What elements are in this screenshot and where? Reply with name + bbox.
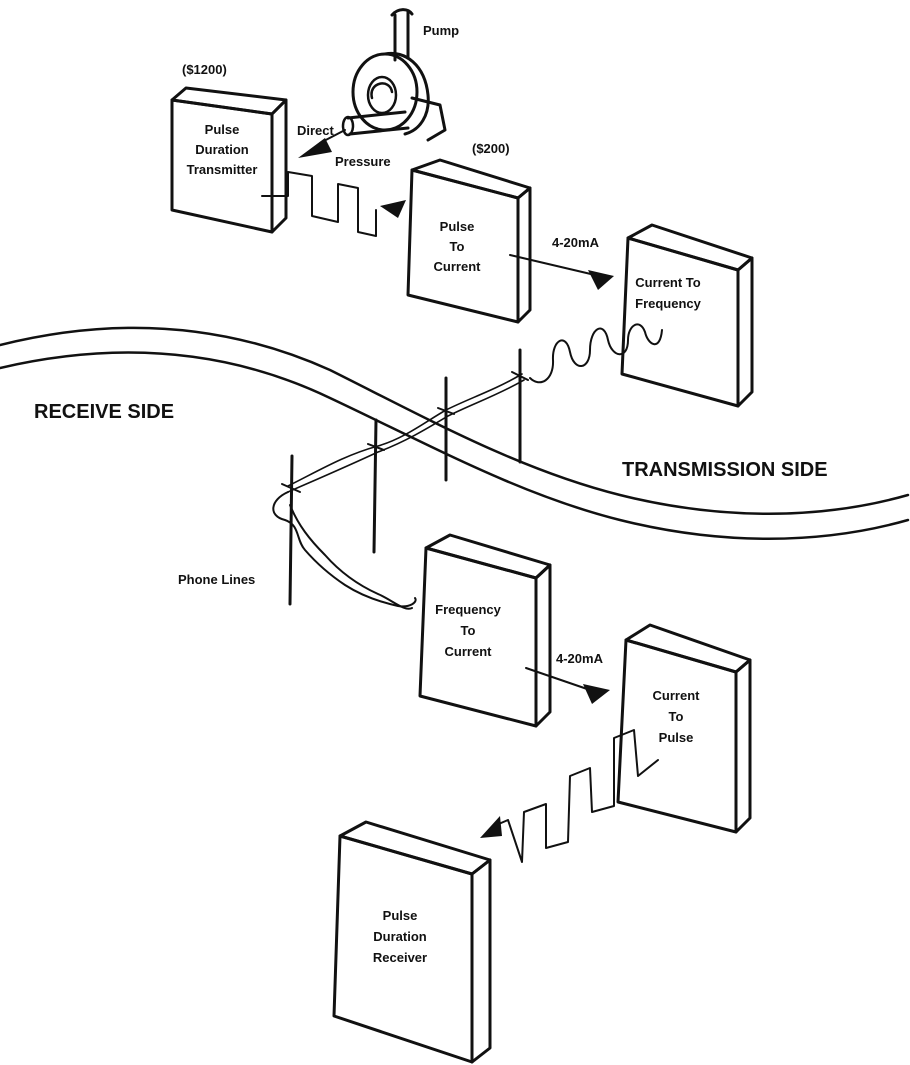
pressure-label: Pressure (335, 154, 391, 169)
pulse-duration-transmitter-line2: Duration (195, 142, 249, 157)
current-signal-arrow-top (509, 254, 614, 290)
current-to-pulse-box (616, 623, 752, 834)
pulse-to-current-line2: To (450, 239, 465, 254)
current-to-frequency-box (620, 223, 754, 408)
pulse-duration-transmitter-box (170, 86, 288, 234)
direct-label: Direct (297, 123, 335, 138)
overhead-wires (287, 373, 525, 493)
frequency-to-current-line3: Current (445, 644, 493, 659)
price-transmitter-label: ($1200) (182, 62, 227, 77)
pump-label: Pump (423, 23, 459, 38)
pump-illustration (341, 8, 447, 142)
signal-bottom-label: 4-20mA (556, 651, 604, 666)
current-to-frequency-line1: Current To (635, 275, 701, 290)
current-to-pulse-line3: Pulse (659, 730, 694, 745)
receive-side-label: RECEIVE SIDE (34, 401, 174, 423)
pulse-duration-receiver-line3: Receiver (373, 950, 427, 965)
pulse-to-current-line1: Pulse (440, 219, 475, 234)
pulse-duration-receiver-line2: Duration (373, 929, 427, 944)
divider-wave (0, 326, 910, 540)
signal-top-label: 4-20mA (552, 235, 600, 250)
pulse-train-top (261, 171, 406, 237)
pulse-duration-transmitter-line3: Transmitter (187, 162, 258, 177)
frequency-signal-squiggle (529, 323, 663, 384)
transmission-side-label: TRANSMISSION SIDE (622, 459, 828, 481)
phone-lines-twisted (272, 491, 417, 610)
telephone-poles (281, 348, 529, 606)
frequency-to-current-line1: Frequency (435, 602, 502, 617)
pulse-duration-receiver-box (332, 820, 492, 1064)
frequency-to-current-box (418, 533, 552, 728)
current-to-pulse-line2: To (669, 709, 684, 724)
pulse-duration-receiver-line1: Pulse (383, 908, 418, 923)
direct-pressure-arrow (298, 129, 346, 158)
pulse-to-current-box (406, 158, 532, 324)
pulse-to-current-line3: Current (434, 259, 482, 274)
frequency-to-current-line2: To (461, 623, 476, 638)
current-to-pulse-line1: Current (653, 688, 701, 703)
pulse-train-bottom (480, 729, 659, 863)
current-signal-arrow-bottom (525, 667, 610, 704)
current-to-frequency-line2: Frequency (635, 296, 702, 311)
pulse-duration-transmitter-line1: Pulse (205, 122, 240, 137)
price-converter-label: ($200) (472, 141, 510, 156)
phone-lines-label: Phone Lines (178, 572, 255, 587)
